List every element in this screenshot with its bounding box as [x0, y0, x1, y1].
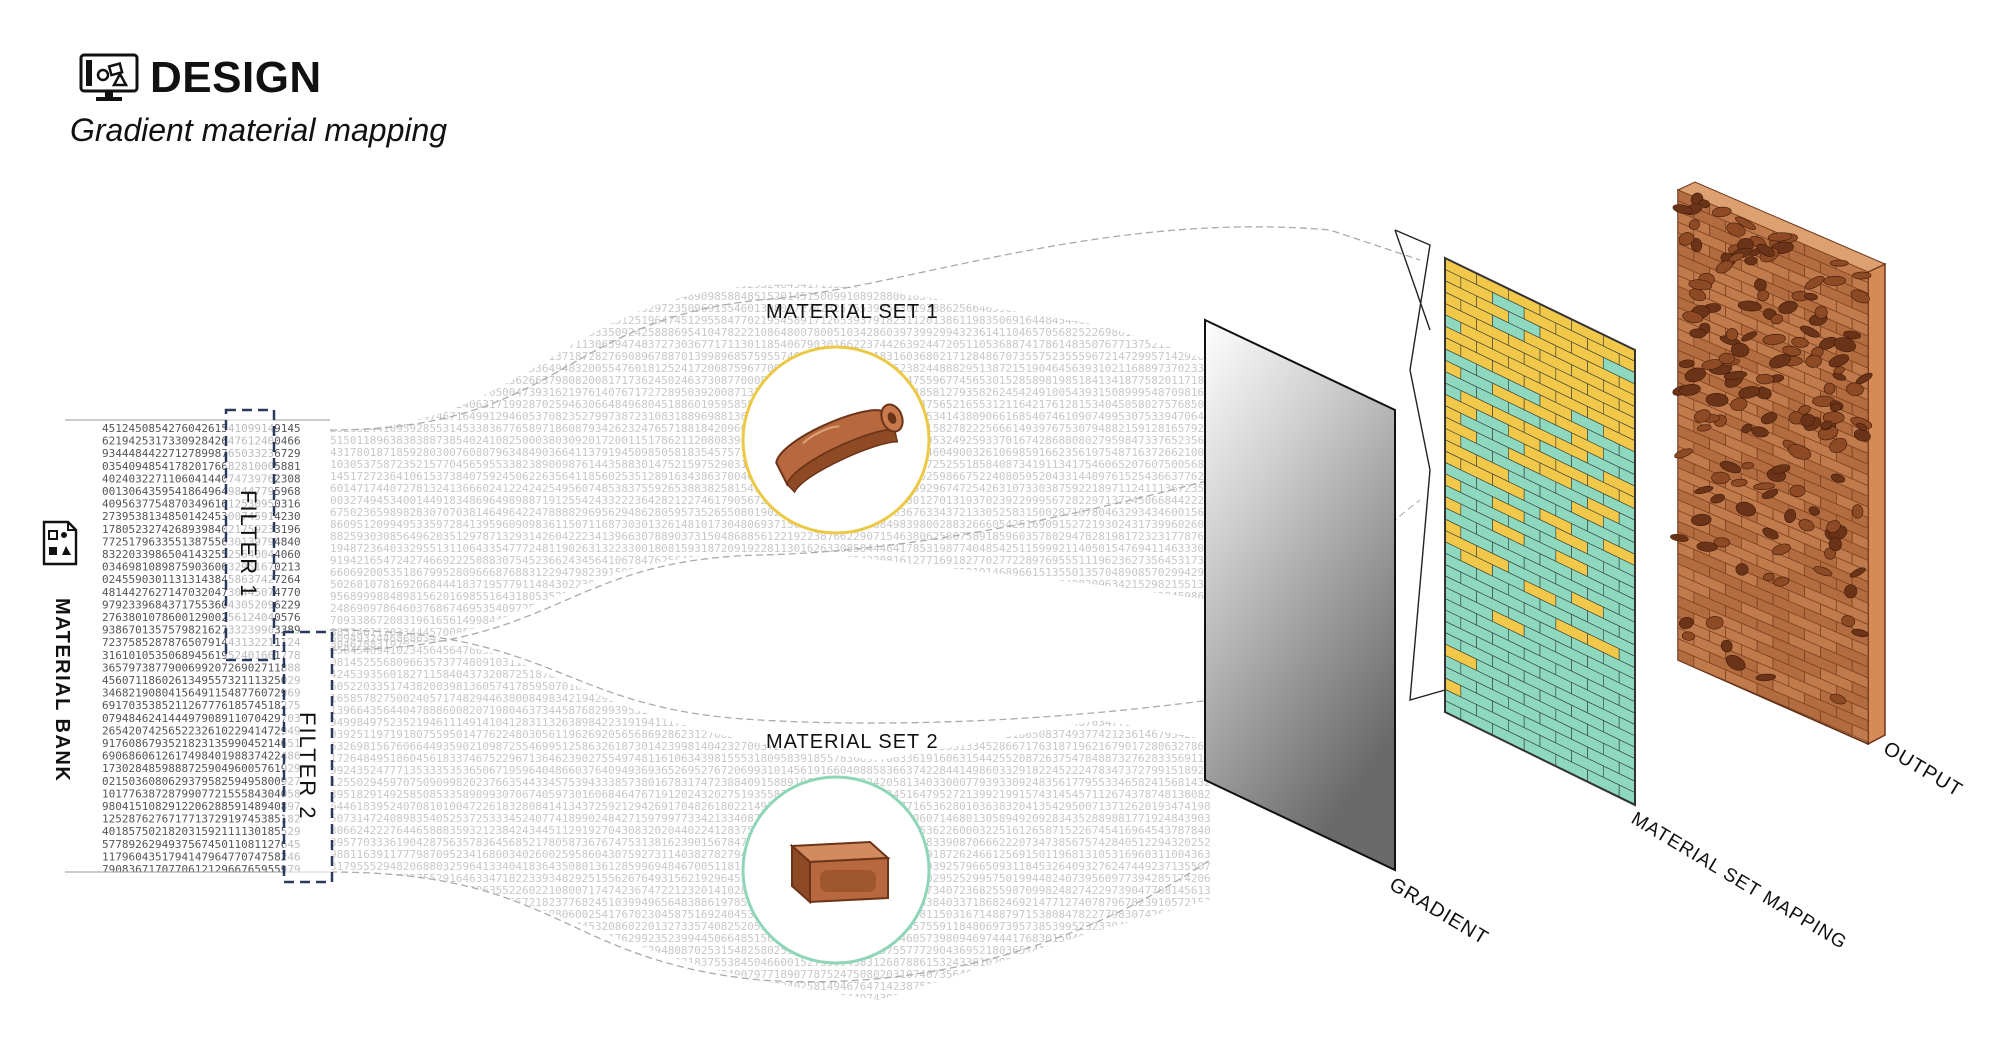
svg-text:200793009473459581993140656884: 2007930094734595819931406568841798555765…: [330, 254, 1323, 267]
svg-text:632698156760664493590210987255: 6326981567606644935902109872554699512586…: [330, 740, 1323, 753]
svg-text:365797387790069920726902711888: 365797387790069920726902711888: [102, 661, 301, 674]
material-set-mapping-panel: [1444, 257, 1636, 805]
svg-text:117960435179414796477074758246: 117960435179414796477074758246: [102, 850, 301, 863]
output-label: OUTPUT: [1879, 737, 1966, 801]
svg-text:173028485988872590496005761929: 173028485988872590496005761929: [102, 762, 301, 775]
svg-text:860951209949533597284139596090: 8609512099495335972841395960909836115071…: [330, 518, 1323, 531]
svg-text:591238454515835788777378704519: 5912384545158357887773787045190487440532…: [330, 278, 1323, 291]
svg-text:079484624144497908911070429703: 079484624144497908911070429703: [102, 712, 301, 725]
svg-text:146562813443898319433603163558: 1465628134438983194336031635581114977296…: [330, 242, 1323, 255]
material-set-1-label: MATERIAL SET 1: [766, 301, 939, 323]
filter-1-label: FILTER 1: [236, 490, 261, 599]
roof-tile-icon: [775, 403, 904, 494]
gradient-panel: [1204, 318, 1396, 872]
svg-text:804678831920296276202830202044: 8046788319202962762028302020446103546999…: [330, 638, 1323, 651]
svg-text:980415108291220628859148940897: 980415108291220628859148940897: [102, 800, 301, 813]
output-wall: [1670, 189, 1873, 743]
svg-text:125502945970750909982023766354: 1255029459707509099820237663544334575394…: [330, 776, 1323, 789]
svg-text:162168130684083751253912184301: 1621681306840837512539121843010095322426…: [330, 230, 1323, 243]
svg-text:882593030856496203512978713293: 8825930308564962035129787132931426042223…: [330, 530, 1323, 543]
mapping-label: MATERIAL SET MAPPING: [1627, 808, 1850, 954]
svg-text:609493244686863410700248398394: 6094932446868634107002483983948801907809…: [330, 632, 1323, 645]
svg-text:395182914925850853358909930706: 3951829149258508533589099307067405973016…: [330, 788, 1323, 801]
svg-text:917608679352182313599045214651: 917608679352182313599045214651: [102, 737, 301, 750]
svg-text:172648495186045618337467522967: 1726484951860456183374675229671364623902…: [330, 752, 1323, 765]
svg-text:987204142026391590967957195723: 9872041420263915909679571957233061698466…: [330, 266, 1323, 279]
gradient-label: GRADIENT: [1385, 873, 1492, 949]
svg-text:011876700446149343572991134534: 0118767004461493435729911345345364948320…: [330, 362, 1323, 375]
svg-text:992435247771353335353650671959: 9924352477713533353536506719596404866037…: [330, 764, 1323, 777]
filter-1-frame: [224, 408, 276, 662]
page-title: DESIGN: [150, 53, 322, 102]
svg-text:690686061261749840198837422486: 690686061261749840198837422486: [102, 750, 301, 763]
filter-2-frame: [282, 630, 334, 884]
svg-text:346821908041564911548776072969: 346821908041564911548776072969: [102, 687, 301, 700]
page-subtitle: Gradient material mapping: [70, 112, 448, 148]
svg-text:494214092471795389606181278300: 4942140924717953896061812783008242818070…: [330, 992, 1323, 1005]
mapping-connectors: [1394, 229, 1446, 701]
filter-2-label: FILTER 2: [295, 712, 320, 821]
svg-text:790836717077061212966765955979: 790836717077061212966765955979: [102, 863, 301, 876]
svg-text:577892629493756745011081127645: 577892629493756745011081127645: [102, 838, 301, 851]
svg-text:101776387287990772155584304058: 101776387287990772155584304058: [102, 787, 301, 800]
svg-text:401857502182031592111130185529: 401857502182031592111130185529: [102, 825, 301, 838]
material-bank-label: MATERIAL BANK: [51, 598, 73, 782]
svg-text:675023659898283070703814649642: 6750236598982830707038146496422478888296…: [330, 506, 1323, 519]
svg-text:883246112033444570085002286951: 8832461120334445700850022869515724620758…: [330, 626, 1323, 639]
material-set-2-label: MATERIAL SET 2: [766, 731, 939, 753]
document-materials-icon: [42, 520, 78, 566]
svg-text:265420742565223261022941472949: 265420742565223261022941472949: [102, 724, 301, 737]
svg-text:691703538521126777618574518275: 691703538521126777618574518275: [102, 699, 301, 712]
monitor-design-icon: [79, 53, 139, 101]
svg-text:194872364033295513110643354777: 1948723640332955131106433547772481190263…: [330, 542, 1323, 555]
svg-text:125287627671771372919745385182: 125287627671771372919745385182: [102, 813, 301, 826]
svg-text:021503608062937958259495800927: 021503608062937958259495800927: [102, 775, 301, 788]
brick-icon: [789, 840, 891, 905]
svg-text:456071186026134955732111325029: 456071186026134955732111325029: [102, 674, 301, 687]
